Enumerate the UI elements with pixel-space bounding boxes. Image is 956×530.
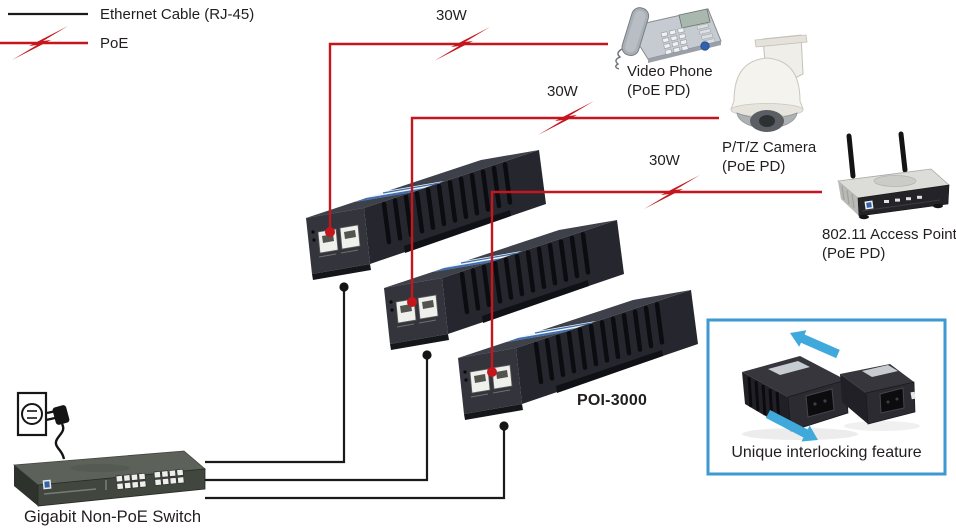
power-outlet-icon [16,391,48,437]
switch-port-bank-1 [115,472,147,490]
ptz-camera-label: P/T/Z Camera (PoE PD) [722,138,816,176]
injector-model-label: POI-3000 [577,392,648,409]
ptz-camera-type: (PoE PD) [722,158,786,175]
arrow-up-left-icon [790,330,840,359]
ethernet-connector-dots [339,282,509,431]
legend-poe-line [0,26,88,60]
video-phone-keypad [660,27,689,55]
legend-poe-label: PoE [100,35,129,52]
power-socket [879,387,905,414]
video-phone-illustration [615,7,722,70]
inset-injector-right [840,364,916,425]
poe-cables [328,42,822,370]
power-label-2: 30W [547,83,578,100]
ethernet-cable-2 [205,355,429,482]
power-socket [805,388,835,418]
ptz-camera-illustration [730,34,808,132]
inset-caption: Unique interlocking feature [731,444,922,461]
switch-illustration [12,450,206,507]
ethernet-cable-1 [205,287,346,464]
poe-cable-1 [328,42,608,230]
inset-slide-arrows [765,330,840,442]
antenna-right [898,131,908,173]
access-point-label: 802.11 Access Point (PoE PD) [822,225,956,263]
poe-cable-2 [410,116,719,300]
switch-port-bank-2 [153,468,185,486]
arrow-down-right-icon [765,410,818,442]
video-phone-buttons [696,23,716,45]
access-point-type: (PoE PD) [822,245,886,262]
power-label-3: 30W [649,152,680,169]
inset-panel [706,318,947,476]
access-point-illustration [837,131,950,220]
poe-cable-3 [490,190,822,370]
video-phone-label: Video Phone (PoE PD) [627,62,713,100]
power-label-1: 30W [436,7,467,24]
antenna-left [846,133,856,179]
legend-ethernet-label: Ethernet Cable (RJ-45) [100,6,255,23]
access-point-name: 802.11 Access Point [822,226,956,243]
video-phone-name: Video Phone [627,63,713,80]
ptz-camera-name: P/T/Z Camera [722,139,817,156]
ethernet-cables [205,287,506,500]
poe-connector-dots [325,227,497,377]
video-phone-type: (PoE PD) [627,82,691,99]
ethernet-cable-3 [205,426,506,500]
switch-label: Gigabit Non-PoE Switch [24,508,201,526]
power-plug-icon [45,405,70,460]
